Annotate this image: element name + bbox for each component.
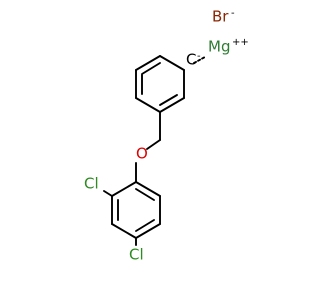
bond bbox=[159, 97, 185, 113]
bromine-label: Br bbox=[212, 8, 229, 26]
carbanion-charge: - bbox=[197, 51, 201, 62]
ionic-dashed-bond bbox=[193, 56, 206, 64]
double-bond-inner bbox=[141, 62, 161, 75]
bromine-charge: - bbox=[231, 8, 235, 19]
bond bbox=[159, 55, 185, 71]
chlorine-para-label: Cl bbox=[129, 246, 144, 264]
magnesium-label: Mg bbox=[208, 38, 230, 56]
magnesium-charge: ++ bbox=[232, 37, 249, 48]
molecule-structure: Br - Mg ++ C - O Cl Cl bbox=[84, 8, 249, 264]
bond bbox=[135, 181, 161, 197]
bond bbox=[111, 181, 137, 197]
bond bbox=[103, 190, 113, 197]
double-bond-inner bbox=[135, 188, 155, 201]
bond bbox=[135, 97, 161, 113]
carbanion-label: C bbox=[186, 51, 196, 69]
bond bbox=[135, 223, 161, 239]
chlorine-ortho-label: Cl bbox=[84, 175, 99, 193]
benzyl-ether-linker bbox=[135, 111, 161, 183]
double-bond-inner bbox=[135, 219, 155, 232]
lower-dichlorobenzene-ring bbox=[103, 181, 161, 246]
molecule-structure-canvas: Br - Mg ++ C - O Cl Cl bbox=[84, 7, 249, 264]
oxygen-label: O bbox=[136, 145, 148, 163]
bond bbox=[111, 223, 137, 239]
bond bbox=[135, 55, 161, 71]
double-bond-inner bbox=[159, 94, 178, 106]
upper-benzene-ring bbox=[135, 55, 185, 113]
bond bbox=[146, 139, 161, 150]
